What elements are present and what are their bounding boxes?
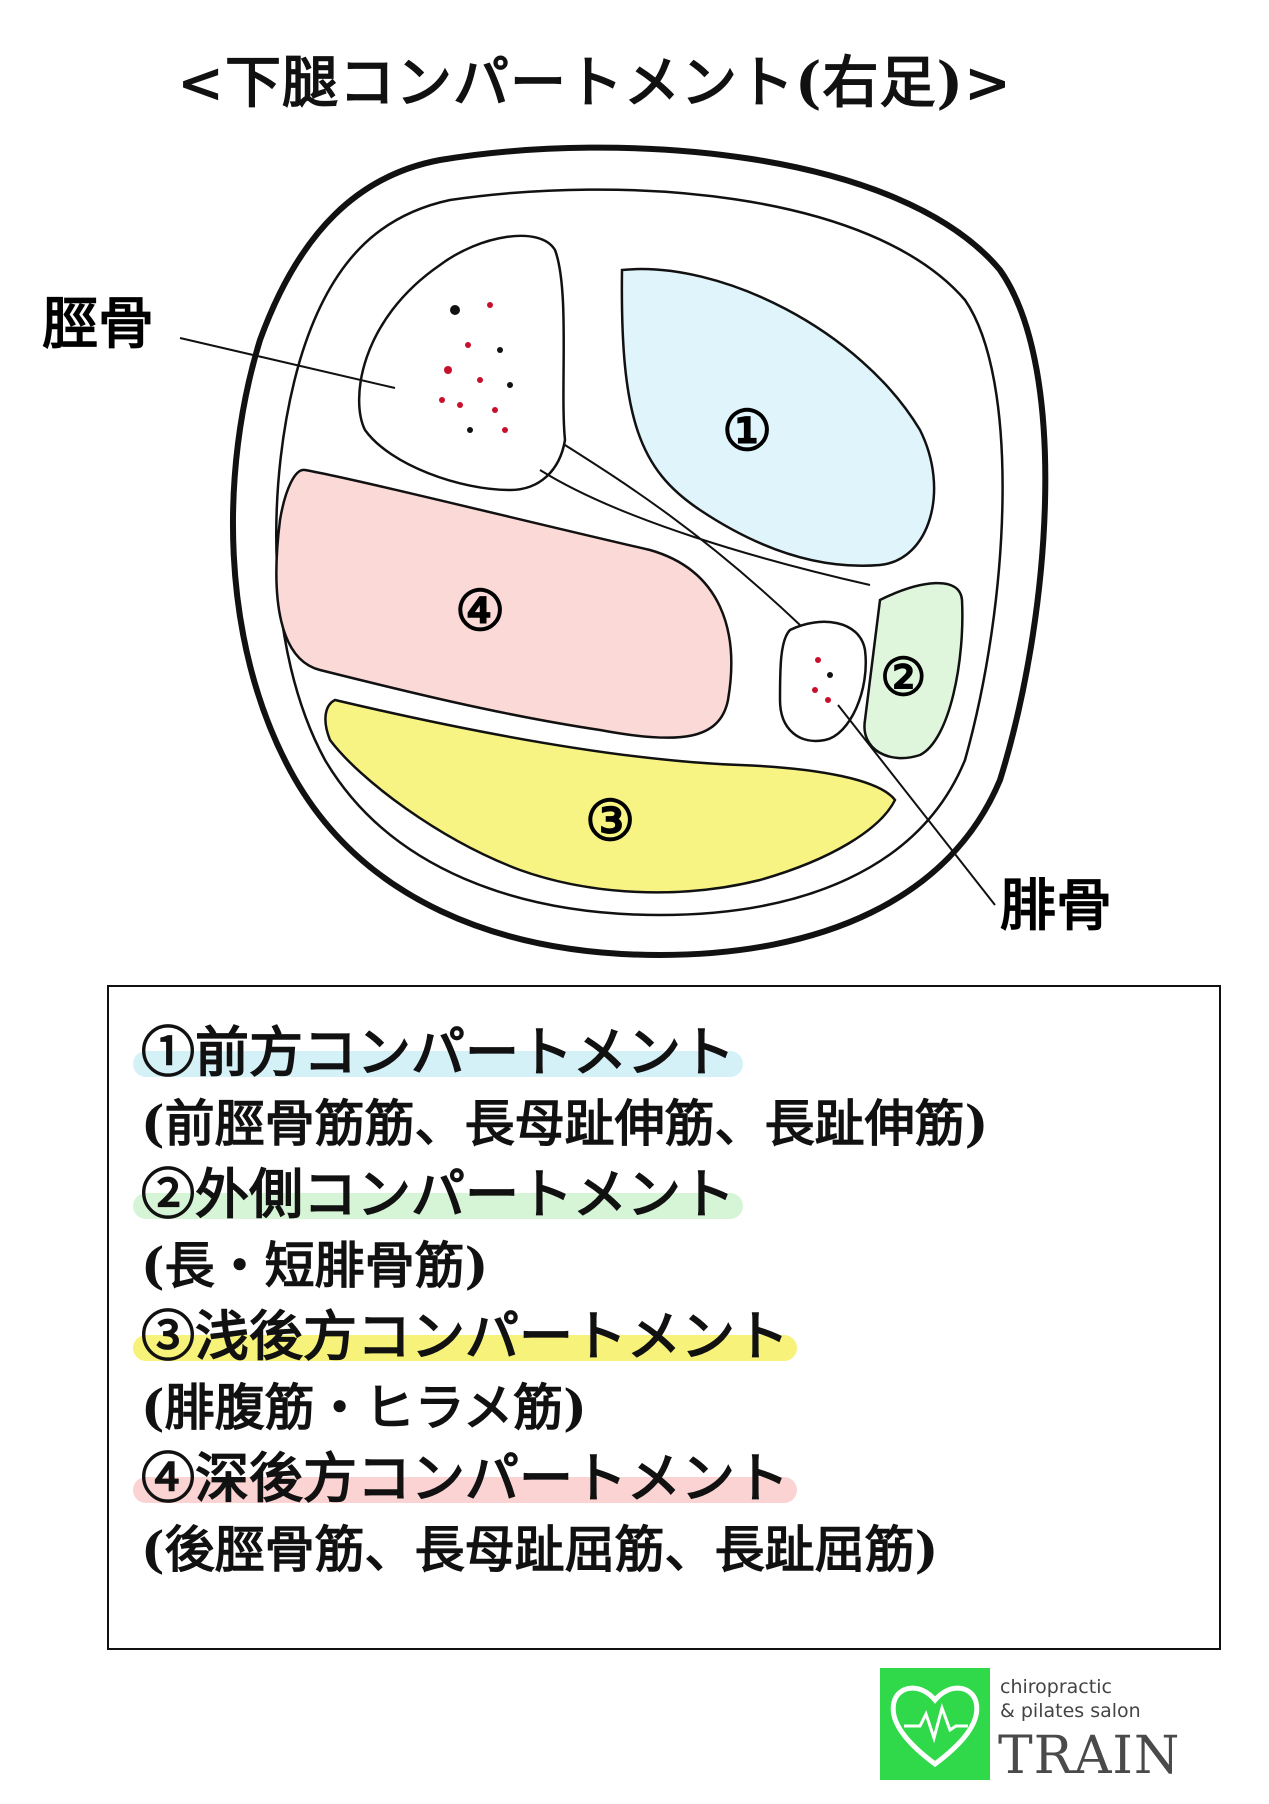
interosseous-septum bbox=[564, 444, 801, 626]
legend-muscles-lateral: (長・短腓骨筋) bbox=[141, 1236, 489, 1295]
highlight-blue bbox=[133, 1051, 743, 1077]
compartment-4-number: ④ bbox=[455, 578, 505, 644]
legend-heading-anterior: ①前方コンパートメント bbox=[133, 1025, 743, 1079]
salon-logo: chiropractic & pilates salon TRAIN bbox=[880, 1668, 1210, 1786]
outer-skin-outline bbox=[230, 144, 1049, 959]
legend-item-superficial-posterior: ③浅後方コンパートメント (腓腹筋・ヒラメ筋) bbox=[133, 1309, 797, 1437]
heart-pulse-icon bbox=[890, 1685, 980, 1768]
legend-item-lateral: ②外側コンパートメント (長・短腓骨筋) bbox=[133, 1167, 743, 1295]
compartment-1-anterior bbox=[620, 267, 936, 567]
fibula-leader-line bbox=[837, 704, 996, 906]
fibula-bone bbox=[778, 620, 868, 743]
legend-heading-superficial-posterior: ③浅後方コンパートメント bbox=[133, 1309, 797, 1363]
tibia-marrow-dots bbox=[439, 302, 513, 433]
legend-item-deep-posterior: ④深後方コンパートメント (後脛骨筋、長母趾屈筋、長趾屈筋) bbox=[133, 1451, 939, 1579]
compartment-3-superficial-posterior bbox=[324, 698, 897, 894]
highlight-pink bbox=[133, 1477, 797, 1503]
inner-fascia-outline bbox=[275, 188, 1004, 917]
posterior-septum bbox=[539, 469, 871, 586]
logo-line-1: chiropractic bbox=[1000, 1676, 1112, 1698]
fibula-marrow-dots bbox=[812, 657, 833, 703]
logo-square bbox=[880, 1668, 990, 1780]
legend-muscles-anterior: (前脛骨筋筋、長母趾伸筋、長趾伸筋) bbox=[141, 1094, 989, 1153]
legend-item-anterior: ①前方コンパートメント (前脛骨筋筋、長母趾伸筋、長趾伸筋) bbox=[133, 1025, 989, 1153]
compartment-3-number: ③ bbox=[585, 788, 635, 854]
compartment-1-number: ① bbox=[722, 398, 772, 464]
logo-name: TRAIN bbox=[998, 1726, 1181, 1786]
tibia-label: 脛骨 bbox=[42, 291, 154, 357]
legend-muscles-deep-posterior: (後脛骨筋、長母趾屈筋、長趾屈筋) bbox=[141, 1520, 939, 1579]
tibia-leader-line bbox=[179, 337, 396, 389]
leg-cross-section-diagram: 脛骨 腓骨 ① ② ③ ④ bbox=[42, 144, 1112, 959]
compartment-2-number: ② bbox=[880, 647, 927, 708]
compartment-2-lateral bbox=[863, 581, 964, 760]
legend-heading-deep-posterior: ④深後方コンパートメント bbox=[133, 1451, 797, 1505]
highlight-green bbox=[133, 1193, 743, 1219]
page-title: <下腿コンパートメント(右足)> bbox=[177, 50, 1012, 116]
highlight-yellow bbox=[133, 1335, 797, 1361]
logo-line-2: & pilates salon bbox=[1000, 1700, 1141, 1722]
fibula-label: 腓骨 bbox=[1000, 873, 1112, 939]
legend-heading-lateral: ②外側コンパートメント bbox=[133, 1167, 743, 1221]
legend-muscles-superficial-posterior: (腓腹筋・ヒラメ筋) bbox=[141, 1378, 587, 1437]
compartment-4-deep-posterior bbox=[275, 468, 733, 739]
legend-box: ①前方コンパートメント (前脛骨筋筋、長母趾伸筋、長趾伸筋) ②外側コンパートメ… bbox=[107, 985, 1221, 1650]
tibia-bone bbox=[357, 234, 567, 492]
